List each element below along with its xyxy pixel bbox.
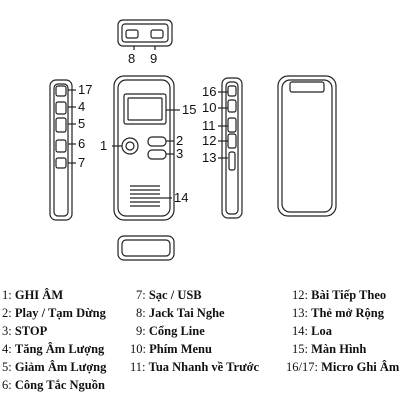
menu-button (227, 99, 237, 113)
legend-item: 12: Bài Tiếp Theo (292, 288, 387, 302)
volume-up-button (55, 101, 67, 115)
callout-9: 9 (150, 51, 157, 66)
callout-17: 17 (78, 82, 92, 97)
headphone-jack (125, 29, 139, 39)
callout-3: 3 (176, 146, 183, 161)
legend-item: 11: Tua Nhanh về Trước (130, 360, 260, 374)
callout-13: 13 (202, 150, 216, 165)
usb-port (55, 157, 67, 169)
legend-item: 6: Công Tắc Nguồn (2, 378, 105, 392)
callout-11: 11 (202, 118, 216, 133)
bottom-view (117, 235, 175, 261)
speaker-grille (130, 185, 160, 207)
line-port (150, 29, 164, 39)
next-button (227, 133, 237, 149)
back-view (277, 75, 337, 217)
legend-item: 2: Play / Tạm Dừng (2, 306, 106, 320)
legend-item: 9: Cổng Line (136, 324, 205, 338)
callout-10: 10 (202, 100, 216, 115)
legend-item: 8: Jack Tai Nghe (136, 306, 225, 320)
top-view (117, 19, 173, 50)
record-button (121, 137, 139, 155)
right-side-view (218, 77, 243, 219)
callout-12: 12 (202, 133, 216, 148)
callout-14: 14 (174, 190, 188, 205)
callout-5: 5 (78, 116, 85, 131)
left-side-view (49, 79, 76, 221)
play-pause-button (147, 136, 167, 147)
legend-item: 1: GHI ÂM (2, 288, 64, 302)
display-screen (123, 93, 167, 125)
legend-item: 15: Màn Hình (292, 342, 367, 356)
callout-1: 1 (100, 138, 107, 153)
card-slot (228, 151, 236, 171)
mic-right (227, 85, 237, 97)
legend-item: 14: Loa (292, 324, 332, 338)
legend-item: 13: Thẻ mở Rộng (292, 306, 385, 320)
front-view (112, 75, 180, 221)
legend-item: 4: Tăng Âm Lượng (2, 342, 105, 356)
power-switch (55, 139, 67, 153)
stop-button (147, 149, 167, 160)
callout-7: 7 (78, 155, 85, 170)
callout-15: 15 (182, 102, 196, 117)
callout-4: 4 (78, 99, 85, 114)
callout-6: 6 (78, 136, 85, 151)
mic-left (55, 85, 67, 97)
legend-item: 7: Sạc / USB (136, 288, 202, 302)
callout-16: 16 (202, 84, 216, 99)
legend-item: 5: Giảm Âm Lượng (2, 360, 107, 374)
legend: 1: GHI ÂM 2: Play / Tạm Dừng 3: STOP 4: … (0, 286, 400, 400)
rewind-button (227, 117, 237, 133)
legend-item: 16/17: Micro Ghi Âm (286, 360, 400, 374)
callout-2: 2 (176, 133, 183, 148)
callout-8: 8 (128, 51, 135, 66)
volume-down-button (55, 117, 67, 133)
legend-item: 10: Phím Menu (130, 342, 212, 356)
legend-item: 3: STOP (2, 324, 48, 338)
